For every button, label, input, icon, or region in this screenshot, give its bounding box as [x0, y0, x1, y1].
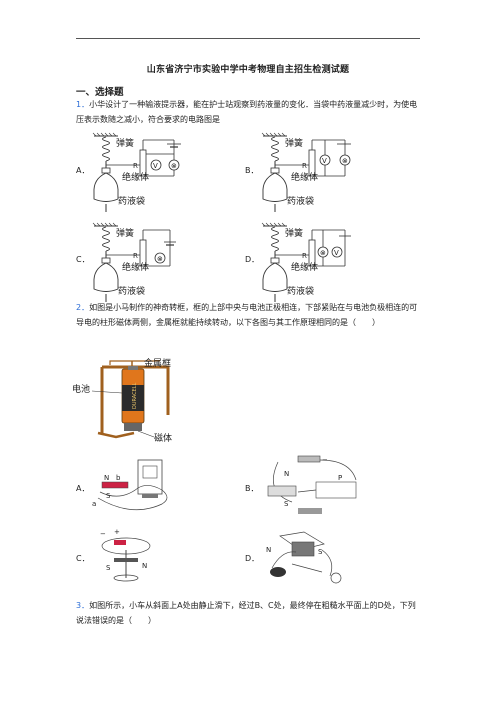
- q2-main-figure: DURACELL 金属框 电池 磁体: [72, 357, 172, 443]
- q1a-insulator-label: 绝缘体: [122, 171, 149, 183]
- battery-label: 电池: [72, 383, 90, 395]
- q1b-lamp-icon: ⊗: [342, 157, 348, 165]
- q2-option-d-label: D．: [245, 554, 260, 563]
- q2c-s-label: S: [106, 564, 111, 572]
- header-rule: [76, 38, 420, 39]
- q1c-bag-label: 药液袋: [118, 285, 145, 297]
- q2-figure-d: N S: [266, 531, 342, 584]
- question-3: 3．如图所示，小车从斜面上A处由静止滑下，经过B、C处，最终停在粗糙水平面上的D…: [76, 598, 422, 628]
- q2-option-c-label: C．: [76, 554, 90, 563]
- q1d-bag-label: 药液袋: [287, 285, 314, 297]
- q1-figure-b-drawing: [261, 132, 351, 212]
- q2b-p-label: P: [338, 474, 342, 482]
- q2-frame-drawing: [97, 360, 170, 439]
- battery-brand-label: DURACELL: [132, 382, 138, 409]
- q2a-a-label: a: [92, 500, 96, 508]
- q1c-insulator-label: 绝缘体: [122, 261, 149, 273]
- q1d-voltmeter-label: V: [334, 249, 339, 257]
- document-title: 山东省济宁市实验中学中考物理自主招生检测试题: [146, 65, 350, 75]
- q1d-insulator-label: 绝缘体: [291, 261, 318, 273]
- q1a-resistor-label: R: [133, 162, 138, 170]
- q1b-insulator-label: 绝缘体: [291, 171, 318, 183]
- question-1-text: 小华设计了一种输液提示器，能在护士站观察到药液量的变化．当袋中药液量减少时，为使…: [76, 100, 418, 124]
- q1b-resistor-label: R: [302, 162, 307, 170]
- frame-label: 金属框: [144, 357, 171, 369]
- q2-figure-a: N b S a: [92, 459, 168, 511]
- q1b-voltmeter-label: V: [322, 157, 327, 165]
- q1-option-b-label: B．: [245, 166, 259, 175]
- q1d-resistor-label: R: [302, 252, 307, 260]
- q1d-lamp-icon: ⊗: [320, 249, 326, 257]
- q2-figure-c: − + S N: [100, 528, 151, 582]
- q1-figure-d: 弹簧 绝缘体 药液袋 R ⊗ V: [261, 222, 351, 302]
- q2-option-a-label: A．: [76, 484, 90, 493]
- q1-figure-d-drawing: [261, 222, 351, 302]
- q1a-voltmeter-label: V: [153, 162, 158, 170]
- q1a-bag-label: 药液袋: [118, 195, 145, 207]
- q1-figure-a: 弹簧 绝缘体 药液袋 R V ⊗: [92, 132, 181, 212]
- question-2: 2．如图是小马制作的神奇转框，框的上部中央与电池正极相连，下部紧贴在与电池负极相…: [76, 300, 422, 330]
- section-heading: 一、选择题: [76, 87, 124, 98]
- q2d-n-label: N: [266, 546, 271, 554]
- q1-figure-c-drawing: [92, 222, 176, 302]
- q1-figure-a-drawing: [92, 132, 181, 212]
- q1b-bag-label: 药液袋: [287, 195, 314, 207]
- q1a-spring-label: 弹簧: [116, 137, 134, 149]
- q1-figure-c: 弹簧 绝缘体 药液袋 R ⊗: [92, 222, 176, 302]
- q1a-lamp-icon: ⊗: [171, 162, 177, 170]
- q1-option-a-label: A．: [76, 166, 90, 175]
- q2b-s-label: S: [284, 500, 289, 508]
- magnet-label: 磁体: [154, 432, 172, 443]
- battery-icon: [121, 366, 145, 431]
- q1b-spring-label: 弹簧: [285, 137, 303, 149]
- question-2-text: 如图是小马制作的神奇转框，框的上部中央与电池正极相连，下部紧贴在与电池负极相连的…: [76, 303, 418, 327]
- q2a-n-label: N: [104, 474, 109, 482]
- q2c-plus-label: +: [114, 528, 120, 536]
- question-3-text: 如图所示，小车从斜面上A处由静止滑下，经过B、C处，最终停在粗糙水平面上的D处，…: [76, 601, 416, 625]
- q2a-b-label: b: [116, 474, 121, 482]
- q2a-s-label: S: [106, 492, 111, 500]
- q2c-minus-label: −: [100, 530, 106, 538]
- question-1: 1．小华设计了一种输液提示器，能在护士站观察到药液量的变化．当袋中药液量减少时，…: [76, 97, 422, 127]
- q2-option-b-label: B．: [245, 484, 259, 493]
- q1c-resistor-label: R: [133, 252, 138, 260]
- q1-option-c-label: C．: [76, 255, 90, 264]
- question-2-number: 2．: [76, 303, 90, 312]
- question-3-number: 3．: [76, 601, 90, 610]
- q2-figure-b: N S P −: [267, 455, 357, 514]
- q2c-n-label: N: [142, 562, 147, 570]
- q1c-spring-label: 弹簧: [116, 227, 134, 239]
- q2b-minus-label: −: [322, 456, 328, 464]
- q1c-lamp-icon: ⊗: [157, 255, 163, 263]
- question-1-number: 1．: [76, 100, 90, 109]
- q2d-s-label: S: [318, 548, 323, 556]
- q1d-spring-label: 弹簧: [285, 227, 303, 239]
- q1-option-d-label: D．: [245, 255, 260, 264]
- q1-figure-b: 弹簧 绝缘体 药液袋 R V ⊗: [261, 132, 351, 212]
- q2b-n-label: N: [284, 470, 289, 478]
